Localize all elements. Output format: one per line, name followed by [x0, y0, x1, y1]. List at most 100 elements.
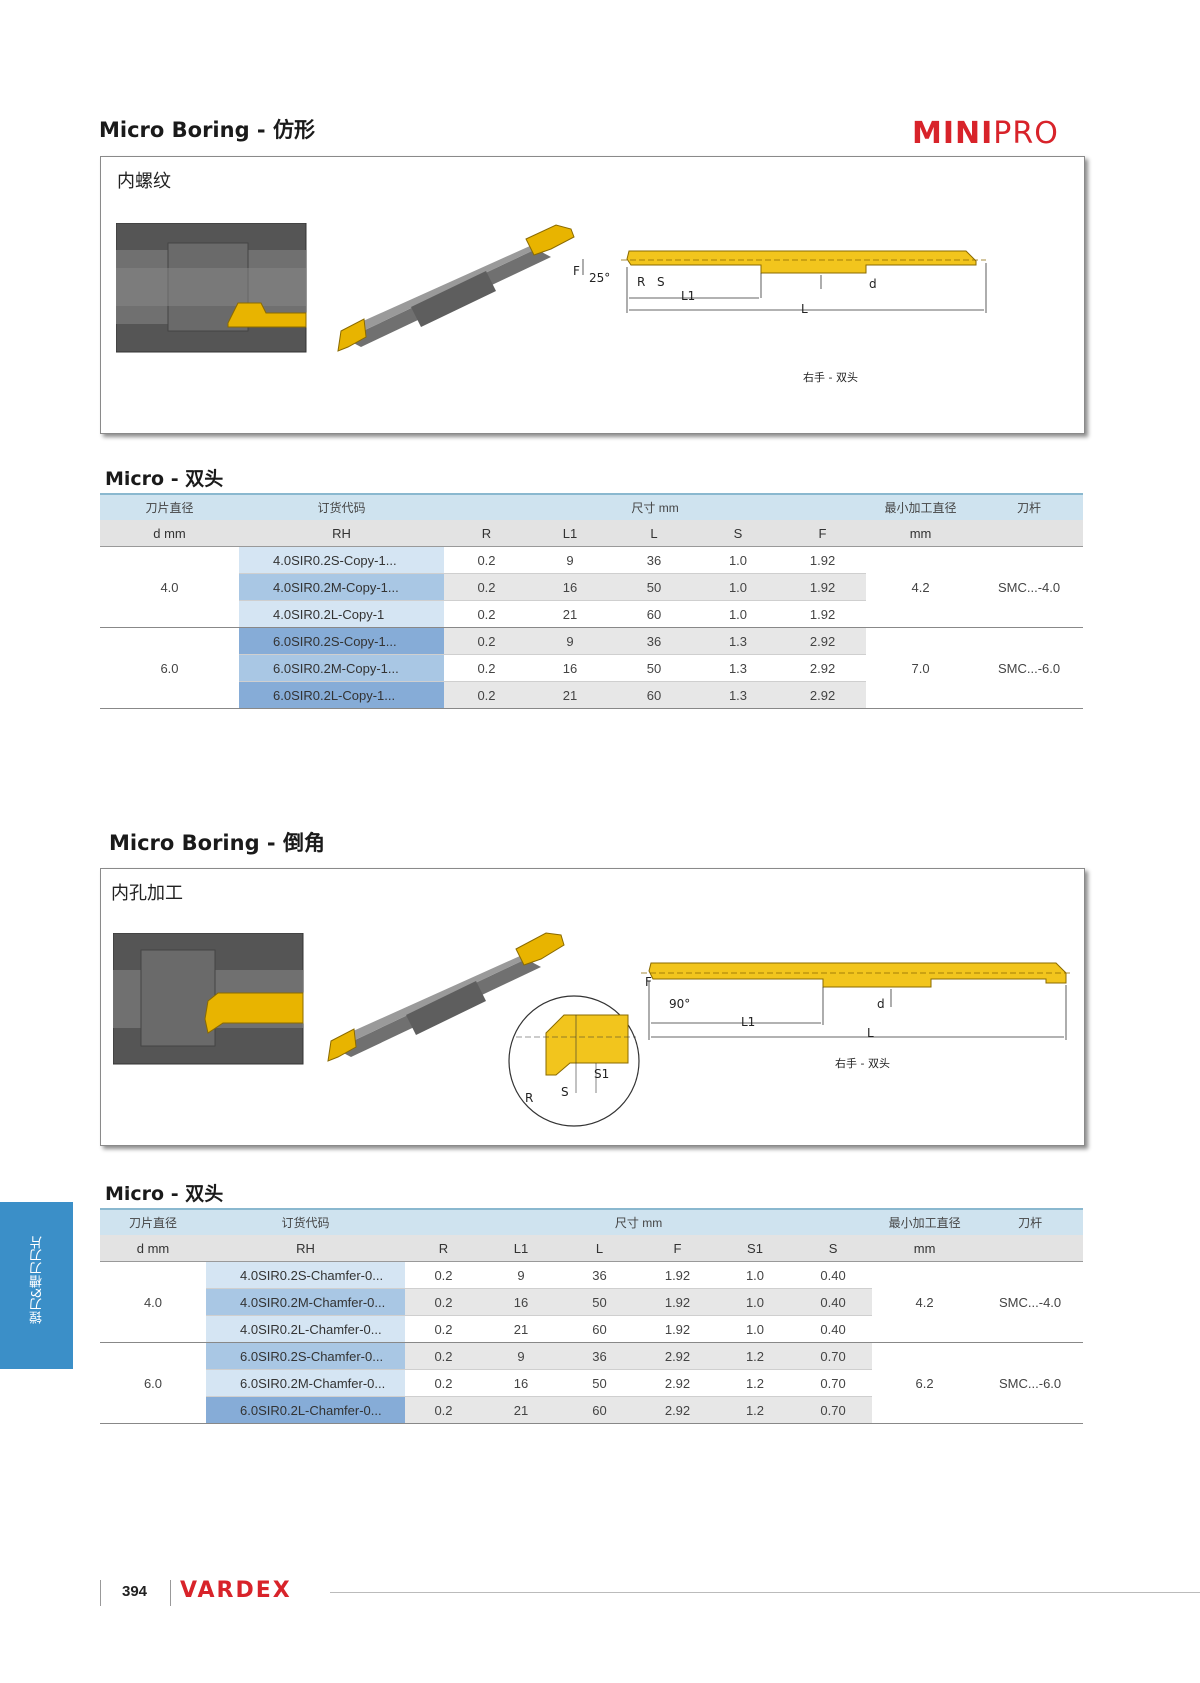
val-S: 0.70: [794, 1369, 873, 1397]
section1-tech-drawing: [582, 250, 987, 313]
val-S1: 1.0: [716, 1315, 794, 1343]
dim-L1-label: L1: [741, 1015, 756, 1029]
order-code: 6.0SIR0.2S-Chamfer-0...: [206, 1342, 405, 1370]
hdr2-f: F: [779, 520, 867, 547]
hdr2-d: d mm: [100, 520, 239, 547]
order-code: 4.0SIR0.2S-Copy-1...: [239, 546, 444, 574]
table-row: 6.0SIR0.2L-Chamfer-0... 0.2 21 60 2.92 1…: [100, 1396, 1083, 1424]
val-F: 1.92: [779, 546, 867, 574]
dim-L-label: L: [867, 1026, 874, 1040]
val-S: 0.40: [794, 1261, 873, 1289]
order-code: 4.0SIR0.2M-Chamfer-0...: [206, 1288, 405, 1316]
hdr2-s1: S1: [716, 1235, 794, 1262]
val-L: 36: [611, 627, 697, 655]
val-L1: 21: [482, 1396, 560, 1424]
val-S: 1.0: [697, 573, 779, 601]
val-S: 1.0: [697, 546, 779, 574]
dim-S1-label: S1: [594, 1067, 610, 1081]
val-S1: 1.0: [716, 1261, 794, 1289]
insert-dia: 4.0: [100, 546, 239, 628]
section1-table-title: Micro - 双头: [105, 468, 224, 490]
table-row: 4.0SIR0.2M-Chamfer-0... 0.2 16 50 1.92 1…: [100, 1288, 1083, 1316]
val-L1: 21: [529, 600, 611, 628]
hdr2-r: R: [444, 520, 529, 547]
val-L: 50: [560, 1369, 639, 1397]
vardex-logo: VARDEX: [180, 1578, 292, 1603]
chamfer-detail-circle: [508, 995, 640, 1127]
dim-R-label: R: [637, 275, 646, 289]
table-row: 6.0SIR0.2M-Copy-1... 0.2 16 50 1.3 2.92: [100, 654, 1083, 682]
val-R: 0.2: [405, 1315, 482, 1343]
hdr-min-bore: 最小加工直径: [872, 1208, 978, 1235]
order-code: 6.0SIR0.2L-Chamfer-0...: [206, 1396, 405, 1424]
insert-dia: 4.0: [100, 1261, 206, 1343]
hdr2-mm: mm: [866, 520, 976, 547]
section2-title: Micro Boring - 倒角: [109, 831, 325, 855]
hdr2-blank: [975, 520, 1084, 547]
workpiece-chamfer-illustration: [113, 933, 304, 1065]
hdr-order-code: 订货代码: [206, 1208, 405, 1235]
min-bore: 7.0: [866, 627, 976, 709]
val-L: 50: [611, 573, 697, 601]
val-S: 1.3: [697, 654, 779, 682]
val-S1: 1.2: [716, 1396, 794, 1424]
val-R: 0.2: [405, 1261, 482, 1289]
section2-caption: 右手 - 双头: [835, 1057, 890, 1070]
insert-dia: 6.0: [100, 1342, 206, 1424]
table-row: 4.0SIR0.2L-Chamfer-0... 0.2 21 60 1.92 1…: [100, 1315, 1083, 1343]
footer-rule: [330, 1592, 1200, 1593]
dim-F-label: F: [645, 975, 652, 989]
val-L1: 21: [529, 681, 611, 709]
val-L1: 9: [482, 1342, 560, 1370]
table-row: 6.0SIR0.2L-Copy-1... 0.2 21 60 1.3 2.92: [100, 681, 1083, 709]
order-code: 4.0SIR0.2L-Chamfer-0...: [206, 1315, 405, 1343]
val-F: 2.92: [779, 654, 867, 682]
val-S: 0.40: [794, 1288, 873, 1316]
hdr2-r: R: [405, 1235, 482, 1262]
val-F: 2.92: [639, 1342, 716, 1370]
val-F: 1.92: [639, 1288, 716, 1316]
hdr2-rh: RH: [206, 1235, 405, 1262]
holder: SMC...-4.0: [975, 546, 1084, 628]
hdr-insert-dia: 刀片直径: [100, 493, 239, 520]
val-S: 0.40: [794, 1315, 873, 1343]
hdr2-s: S: [697, 520, 779, 547]
dim-d-label: d: [877, 997, 885, 1011]
table-row: 4.0 4.0SIR0.2S-Copy-1... 0.2 9 36 1.0 1.…: [100, 546, 1084, 628]
dim-angle-label: 90°: [669, 997, 691, 1011]
order-code: 4.0SIR0.2L-Copy-1: [239, 600, 444, 628]
minipro-logo: MINIPRO: [912, 116, 1059, 151]
val-F: 2.92: [639, 1396, 716, 1424]
holder: SMC...-6.0: [977, 1342, 1084, 1424]
section1-spec-table: 刀片直径 订货代码 尺寸 mm 最小加工直径 刀杆 d mm RH R L1 L…: [100, 493, 1084, 709]
val-S: 1.3: [697, 681, 779, 709]
section1-diagram-panel: 内螺纹 F 25° R S L1 L d 右手 - 双头: [100, 156, 1085, 434]
page-number: 394: [122, 1583, 148, 1600]
section2-diagram-panel: 内孔加工 R S S1 F 90° L1 L d 右手 - 双头: [100, 868, 1085, 1146]
tool-3d-illustration: [337, 224, 575, 352]
val-F: 2.92: [639, 1369, 716, 1397]
val-R: 0.2: [444, 600, 529, 628]
tool-3d-illustration: [327, 932, 565, 1062]
hdr2-rh: RH: [239, 520, 444, 547]
min-bore: 4.2: [872, 1261, 978, 1343]
table-row: 4.0 4.0SIR0.2S-Chamfer-0... 0.2 9 36 1.9…: [100, 1261, 1084, 1343]
hdr2-blank: [977, 1235, 1084, 1262]
section2-spec-table: 刀片直径 订货代码 尺寸 mm 最小加工直径 刀杆 d mm RH R L1 L…: [100, 1208, 1084, 1424]
val-F: 1.92: [639, 1261, 716, 1289]
hdr-order-code: 订货代码: [239, 493, 444, 520]
val-F: 1.92: [779, 573, 867, 601]
hdr2-l: L: [560, 1235, 639, 1262]
val-L1: 16: [529, 573, 611, 601]
val-R: 0.2: [444, 681, 529, 709]
val-R: 0.2: [444, 627, 529, 655]
dim-S-label: S: [561, 1085, 569, 1099]
table-row: 6.0SIR0.2M-Chamfer-0... 0.2 16 50 2.92 1…: [100, 1369, 1083, 1397]
table-row: 4.0SIR0.2L-Copy-1 0.2 21 60 1.0 1.92: [100, 600, 1083, 628]
order-code: 6.0SIR0.2S-Copy-1...: [239, 627, 444, 655]
holder: SMC...-4.0: [977, 1261, 1084, 1343]
section1-title: Micro Boring - 仿形: [99, 118, 315, 142]
val-L: 50: [560, 1288, 639, 1316]
dim-F-label: F: [573, 264, 580, 278]
val-L: 60: [611, 600, 697, 628]
